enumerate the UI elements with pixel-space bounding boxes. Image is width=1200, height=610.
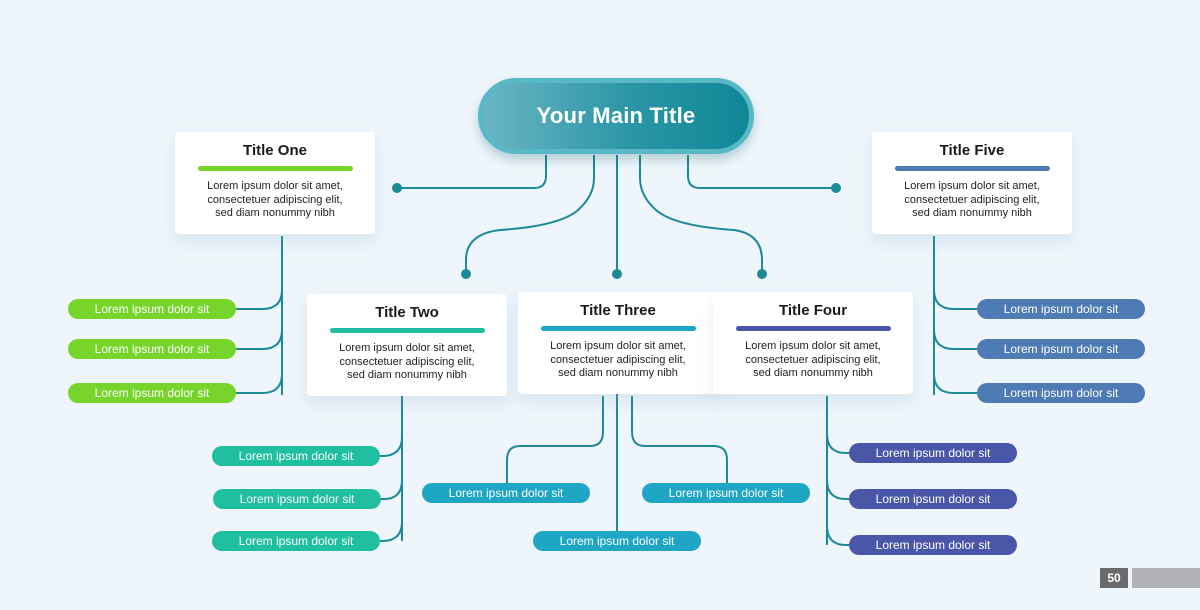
connector-line <box>380 521 403 542</box>
branch-body-line: sed diam nonummy nibh <box>753 367 873 379</box>
branch-body-line: consectetuer adipiscing elit, <box>339 355 475 368</box>
branch-body-line: sed diam nonummy nibh <box>347 369 467 381</box>
connector-line <box>826 525 849 546</box>
branch-1-item-3: Lorem ipsum dolor sit <box>68 383 236 403</box>
branch-body-line: Lorem ipsum dolor sit amet, <box>339 342 475 354</box>
branch-2-item-1: Lorem ipsum dolor sit <box>212 446 380 466</box>
page-number: 50 <box>1100 568 1128 588</box>
connector-line <box>236 289 283 310</box>
connector-line <box>826 479 849 500</box>
branch-body-3: Lorem ipsum dolor sit amet, consectetuer… <box>518 340 718 381</box>
main-title-node: Your Main Title <box>478 78 754 154</box>
branch-body-line: sed diam nonummy nibh <box>558 367 678 379</box>
connector-line <box>933 329 977 350</box>
connector-dot <box>461 269 471 279</box>
connector-dot <box>612 269 622 279</box>
branch-body-line: consectetuer adipiscing elit, <box>904 193 1040 206</box>
branch-4-item-1: Lorem ipsum dolor sit <box>849 443 1017 463</box>
connector-line <box>631 396 728 483</box>
connector-line <box>381 479 403 500</box>
branch-body-line: consectetuer adipiscing elit, <box>745 353 881 366</box>
branch-body-line: consectetuer adipiscing elit, <box>207 193 343 206</box>
branch-body-5: Lorem ipsum dolor sit amet, consectetuer… <box>872 180 1072 221</box>
branch-body-line: Lorem ipsum dolor sit amet, <box>550 340 686 352</box>
connector-line <box>687 155 836 189</box>
branch-card-2: Title Two Lorem ipsum dolor sit amet, co… <box>307 294 507 396</box>
main-title-text: Your Main Title <box>536 103 696 128</box>
branch-accent-bar-3 <box>540 326 696 331</box>
branch-2-item-3: Lorem ipsum dolor sit <box>212 531 380 551</box>
branch-3-item-2: Lorem ipsum dolor sit <box>642 483 810 503</box>
branch-body-4: Lorem ipsum dolor sit amet, consectetuer… <box>713 340 913 381</box>
connector-line <box>506 396 604 483</box>
branch-accent-bar-4 <box>735 326 891 331</box>
branch-5-item-1: Lorem ipsum dolor sit <box>977 299 1145 319</box>
branch-body-line: Lorem ipsum dolor sit amet, <box>745 340 881 352</box>
branch-accent-bar-2 <box>329 328 485 333</box>
branch-4-item-2: Lorem ipsum dolor sit <box>849 489 1017 509</box>
connector-line <box>380 436 403 457</box>
branch-title-1: Title One <box>243 142 307 159</box>
branch-body-line: consectetuer adipiscing elit, <box>550 353 686 366</box>
branch-title-5: Title Five <box>939 142 1005 159</box>
branch-card-1: Title One Lorem ipsum dolor sit amet, co… <box>175 132 375 234</box>
branch-card-3: Title Three Lorem ipsum dolor sit amet, … <box>518 292 718 394</box>
branch-accent-bar-1 <box>197 166 353 171</box>
branch-body-line: sed diam nonummy nibh <box>215 207 335 219</box>
branch-body-2: Lorem ipsum dolor sit amet, consectetuer… <box>307 342 507 383</box>
branch-card-5: Title Five Lorem ipsum dolor sit amet, c… <box>872 132 1072 234</box>
connector-dot <box>392 183 402 193</box>
connector-line <box>236 329 283 350</box>
branch-title-4: Title Four <box>778 302 848 319</box>
connector-line <box>465 155 595 273</box>
connector-line <box>397 155 547 189</box>
connector-line <box>639 155 763 273</box>
branch-3-item-1: Lorem ipsum dolor sit <box>422 483 590 503</box>
branch-1-item-1: Lorem ipsum dolor sit <box>68 299 236 319</box>
connector-line <box>236 373 283 394</box>
footer-bar <box>1132 568 1200 588</box>
branch-body-1: Lorem ipsum dolor sit amet, consectetuer… <box>175 180 375 221</box>
connector-line <box>826 433 849 454</box>
branch-title-2: Title Two <box>375 304 439 321</box>
branch-2-item-2: Lorem ipsum dolor sit <box>213 489 381 509</box>
branch-1-item-2: Lorem ipsum dolor sit <box>68 339 236 359</box>
connector-line <box>933 373 977 394</box>
branch-5-item-2: Lorem ipsum dolor sit <box>977 339 1145 359</box>
branch-body-line: Lorem ipsum dolor sit amet, <box>207 180 343 192</box>
branch-3-item-3: Lorem ipsum dolor sit <box>533 531 701 551</box>
branch-body-line: Lorem ipsum dolor sit amet, <box>904 180 1040 192</box>
connector-line <box>933 289 977 310</box>
connector-dot <box>831 183 841 193</box>
branch-title-3: Title Three <box>580 302 656 319</box>
branch-5-item-3: Lorem ipsum dolor sit <box>977 383 1145 403</box>
branch-body-line: sed diam nonummy nibh <box>912 207 1032 219</box>
connector-dot <box>757 269 767 279</box>
branch-card-4: Title Four Lorem ipsum dolor sit amet, c… <box>713 292 913 394</box>
branch-4-item-3: Lorem ipsum dolor sit <box>849 535 1017 555</box>
branch-accent-bar-5 <box>894 166 1050 171</box>
